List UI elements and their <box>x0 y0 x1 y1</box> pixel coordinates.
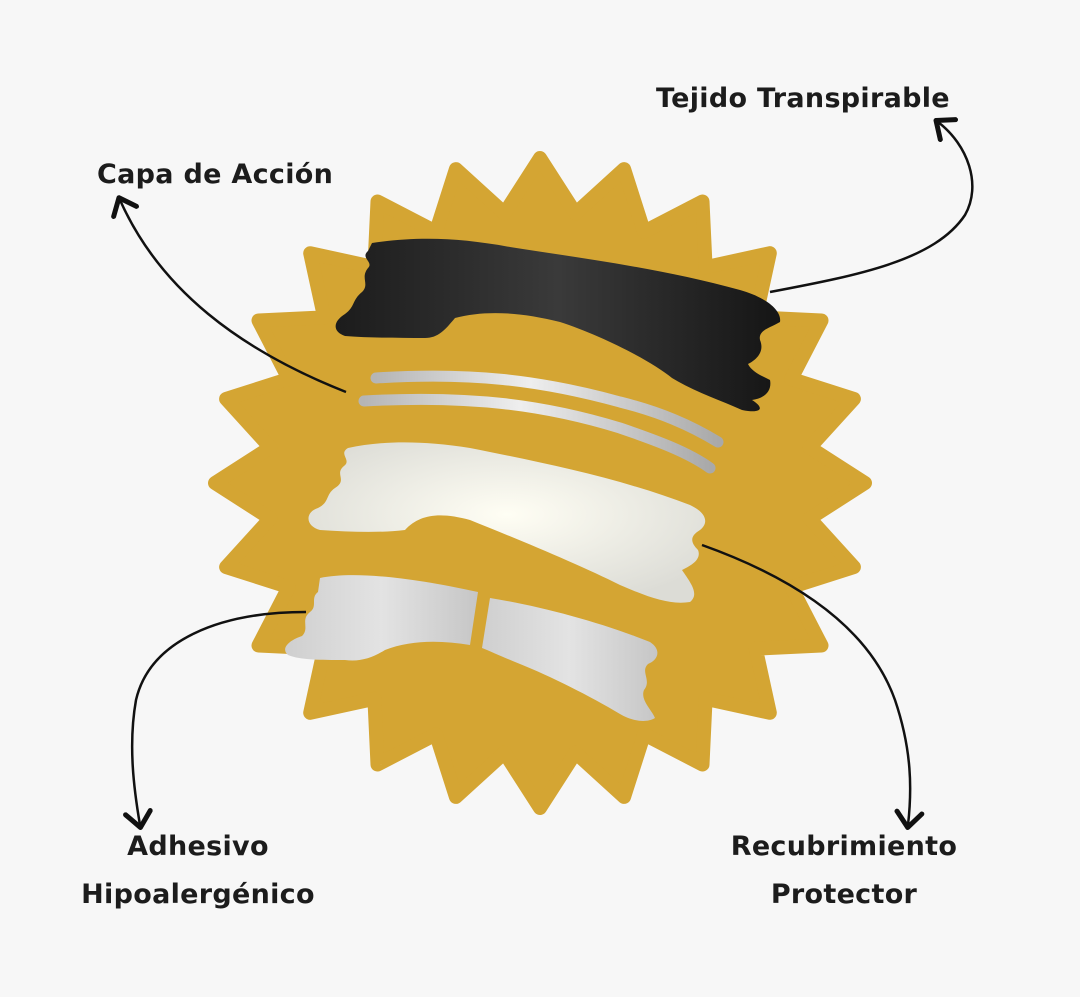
label-adhesive-line1: Adhesivo <box>127 831 269 862</box>
leader-adhesive <box>123 610 307 830</box>
label-adhesive: Adhesivo Hipoalergénico <box>60 823 336 919</box>
adhesive-layer-right <box>482 598 658 721</box>
label-breathable-fabric: Tejido Transpirable <box>656 83 950 114</box>
adhesive-layer-left <box>285 575 478 661</box>
label-protective-line1: Recubrimiento <box>730 831 958 862</box>
action-layer-strip-bottom <box>358 393 716 474</box>
label-action-layer: Capa de Acción <box>97 159 334 190</box>
label-protective-line2: Protector <box>770 879 918 910</box>
leader-protective-coating <box>701 543 925 830</box>
leader-breathable-fabric <box>769 117 974 294</box>
action-layer-strip-top <box>370 370 724 448</box>
label-adhesive-line2: Hipoalergénico <box>81 879 315 910</box>
protective-coating-layer <box>308 442 706 603</box>
breathable-fabric-layer <box>335 238 781 412</box>
label-protective-coating: Recubrimiento Protector <box>716 823 972 919</box>
leader-action-layer <box>111 195 347 394</box>
